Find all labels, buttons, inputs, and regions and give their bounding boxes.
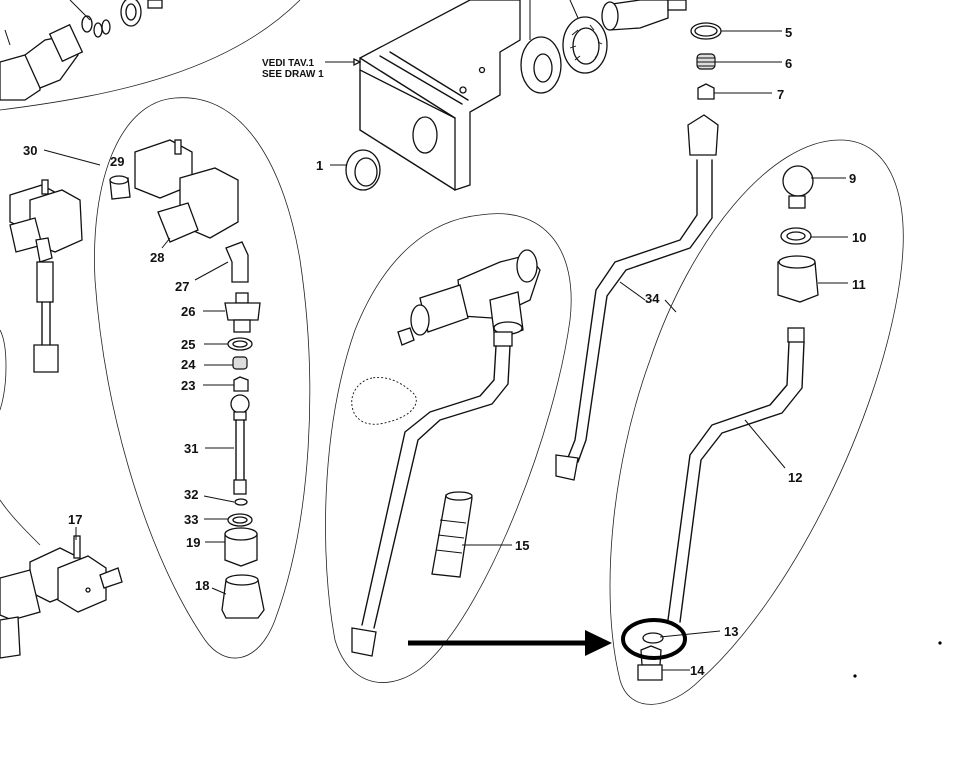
part-27-elbow [194, 241, 249, 283]
part-19-nut [205, 527, 258, 567]
label-part-29: 29 [110, 154, 124, 169]
highlight-circle [621, 618, 687, 660]
mounting-bracket [359, 0, 521, 191]
part-7-ferrule [697, 83, 772, 100]
leader-part-13 [659, 630, 721, 638]
label-part-34: 34 [645, 291, 660, 306]
label-part-30: 30 [23, 143, 37, 158]
reference-note-line2: SEE DRAW 1 [262, 69, 324, 80]
label-part-13: 13 [724, 624, 738, 639]
center-left-group-outline [94, 97, 311, 659]
part-17-solenoid-valve [0, 527, 123, 659]
part-31-tube [205, 394, 250, 495]
label-part-32: 32 [184, 487, 198, 502]
part-33-washer [204, 513, 253, 527]
part-14-ferrule [637, 645, 690, 681]
label-part-19: 19 [186, 535, 200, 550]
part-9-ball-fitting [782, 165, 846, 209]
part-13-seal [642, 632, 664, 644]
top-washers [520, 0, 608, 94]
label-part-27: 27 [175, 279, 189, 294]
label-part-9: 9 [849, 171, 856, 186]
label-part-10: 10 [852, 230, 866, 245]
part-29-fitting [109, 175, 131, 200]
top-left-fitting-assembly [0, 0, 163, 101]
label-part-33: 33 [184, 512, 198, 527]
label-part-12: 12 [788, 470, 802, 485]
label-part-25: 25 [181, 337, 195, 352]
part-26-adapter [203, 292, 261, 333]
label-part-7: 7 [777, 87, 784, 102]
stray-dot-1 [938, 641, 942, 645]
left-edge-group-outline [0, 329, 7, 411]
center-group-outline [325, 213, 572, 683]
top-right-connector [601, 0, 687, 31]
label-part-23: 23 [181, 378, 195, 393]
part-5-oring [690, 22, 782, 40]
part-10-washer [780, 227, 848, 245]
part-23-ferrule [203, 376, 249, 392]
top-left-group-outline [0, 0, 301, 111]
part-28-solenoid-coil [134, 139, 239, 249]
label-part-24: 24 [181, 357, 196, 372]
label-part-18: 18 [195, 578, 209, 593]
label-part-31: 31 [184, 441, 198, 456]
part-11-union-nut [777, 255, 848, 303]
part-18-cap [211, 574, 265, 619]
part-30-solenoid-valve [9, 149, 101, 373]
label-part-17: 17 [68, 512, 82, 527]
right-group-outline [609, 139, 904, 705]
label-part-11: 11 [852, 277, 866, 292]
label-part-5: 5 [785, 25, 792, 40]
label-part-15: 15 [515, 538, 529, 553]
label-part-26: 26 [181, 304, 195, 319]
part-34-pipe [555, 114, 719, 481]
part-6-spring [696, 53, 782, 70]
stray-dot-2 [853, 674, 857, 678]
label-part-6: 6 [785, 56, 792, 71]
part-32-seal [203, 495, 248, 506]
part-25-oring [204, 337, 253, 351]
label-part-28: 28 [150, 250, 164, 265]
label-part-1: 1 [316, 158, 323, 173]
highlight-arrow [408, 630, 612, 656]
part-12-pipe [667, 327, 805, 623]
left-edge-group-outline-lower [0, 499, 41, 546]
label-part-14: 14 [690, 663, 705, 678]
part-24-spring [204, 356, 248, 370]
reference-note-line1: VEDI TAV.1 [262, 58, 314, 69]
center-valve-assembly [351, 249, 541, 657]
part-1-hex-nut [330, 149, 381, 191]
part-15-connector-sleeve [431, 491, 512, 578]
